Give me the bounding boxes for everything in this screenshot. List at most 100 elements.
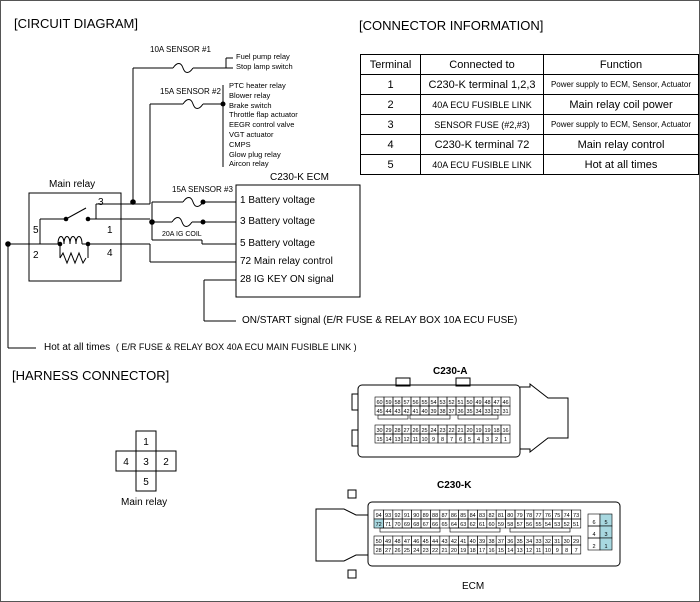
relay-connector-label: Main relay bbox=[121, 497, 168, 508]
table-cell: SENSOR FUSE (#2,#3) bbox=[420, 114, 544, 135]
col-function: Function bbox=[543, 54, 699, 75]
c230-a-pin-label: 16 bbox=[502, 428, 508, 434]
c230-k-pin-label: 14 bbox=[507, 548, 513, 554]
ecm-pin-5: 5 Battery voltage bbox=[240, 238, 316, 249]
c230-k-pin-cell bbox=[571, 544, 582, 555]
c230-k-pin-label: 28 bbox=[376, 548, 382, 554]
c230-k-pin-label: 27 bbox=[385, 548, 391, 554]
c230-k-pin-label: 38 bbox=[488, 539, 494, 545]
c230-k-pin-label: 48 bbox=[394, 539, 400, 545]
col-connected-to: Connected to bbox=[420, 54, 544, 75]
c230-a-pin-label: 8 bbox=[441, 437, 444, 443]
c230-k-pin-label: 30 bbox=[564, 539, 570, 545]
c230-k-pin-label: 67 bbox=[423, 522, 429, 528]
c230-k-pin-label: 66 bbox=[432, 522, 438, 528]
c230-k-pin-label: 88 bbox=[432, 513, 438, 519]
c230-k-pin-label: 61 bbox=[479, 522, 485, 528]
table-cell: 1 bbox=[360, 74, 421, 95]
c230-a-pin-label: 7 bbox=[450, 437, 453, 443]
load-brake-switch: Brake switch bbox=[229, 100, 272, 110]
table-cell: 3 bbox=[360, 114, 421, 135]
c230-k-pin-label: 17 bbox=[479, 548, 485, 554]
c230-a-pin-label: 58 bbox=[394, 400, 400, 406]
table-cell: Main relay control bbox=[543, 134, 699, 155]
table-cell: Power supply to ECM, Sensor, Actuator bbox=[543, 74, 699, 95]
main-relay-connector: 1 4 3 2 5 bbox=[115, 430, 177, 492]
c230-k-pin-label: 33 bbox=[535, 539, 541, 545]
c230-a-pin-label: 37 bbox=[448, 409, 454, 415]
c230-k-pin-label: 71 bbox=[385, 522, 391, 528]
c230-a-pin-label: 23 bbox=[439, 428, 445, 434]
c230-k-pin-label: 80 bbox=[507, 513, 513, 519]
c230-k-pin-label: 87 bbox=[441, 513, 447, 519]
c230-a-pin-label: 50 bbox=[466, 400, 472, 406]
load-throttle-flap-actuator: Throttle flap actuator bbox=[229, 110, 298, 120]
c230-k-side-pin-label: 5 bbox=[604, 520, 607, 526]
relay-pin-3: 3 bbox=[143, 457, 149, 468]
c230-k-pin-label: 31 bbox=[554, 539, 560, 545]
c230-k-pin-label: 85 bbox=[460, 513, 466, 519]
c230-k-pin-label: 78 bbox=[526, 513, 532, 519]
col-terminal: Terminal bbox=[360, 54, 421, 75]
c230-a-pin-label: 24 bbox=[430, 428, 436, 434]
c230-a-pin-label: 19 bbox=[475, 428, 481, 434]
connector-info-table: Terminal Connected to Function 1 C230-K … bbox=[360, 54, 699, 175]
c230-k-pin-label: 86 bbox=[451, 513, 457, 519]
table-cell: 40A ECU FUSIBLE LINK bbox=[420, 94, 544, 115]
c230-a-pin-label: 15 bbox=[376, 437, 382, 443]
c230-a-pin-label: 4 bbox=[477, 437, 480, 443]
c230-a-pin-label: 10 bbox=[421, 437, 427, 443]
c230-a-pin-label: 51 bbox=[457, 400, 463, 406]
c230-k-pin-label: 34 bbox=[526, 539, 532, 545]
c230-a-pin-label: 41 bbox=[412, 409, 418, 415]
hot-label: Hot at all times bbox=[44, 342, 111, 353]
c230-k-pin-label: 58 bbox=[507, 522, 513, 528]
relay-pin-4: 4 bbox=[123, 457, 129, 468]
table-cell: Hot at all times bbox=[543, 154, 699, 175]
c230-k-pin-label: 22 bbox=[432, 548, 438, 554]
relay-terminal-3: 3 bbox=[98, 197, 104, 208]
c230-a-pin-label: 42 bbox=[403, 409, 409, 415]
c230-a-pin-label: 45 bbox=[376, 409, 382, 415]
c230-k-pin-label: 64 bbox=[451, 522, 457, 528]
c230-a-pin-label: 44 bbox=[385, 409, 391, 415]
ecm-connector-label: ECM bbox=[462, 581, 485, 592]
c230-a-pin-label: 18 bbox=[493, 428, 499, 434]
c230-a-pin-label: 12 bbox=[403, 437, 409, 443]
c230-a-pin-label: 31 bbox=[502, 409, 508, 415]
c230-a-pin-label: 1 bbox=[504, 437, 507, 443]
c230-a-pin-label: 25 bbox=[421, 428, 427, 434]
load-ptc-heater-relay: PTC heater relay bbox=[229, 81, 286, 90]
relay-pin-1: 1 bbox=[143, 437, 149, 448]
c230-k-pin-label: 45 bbox=[423, 539, 429, 545]
c230-a-pin-label: 34 bbox=[475, 409, 481, 415]
c230-k-pin-label: 54 bbox=[545, 522, 551, 528]
c230-a-pin-label: 28 bbox=[394, 428, 400, 434]
connector-info-title: [CONNECTOR INFORMATION] bbox=[359, 18, 544, 33]
ecm-pin-1: 1 Battery voltage bbox=[240, 195, 316, 206]
c230-k-pin-label: 32 bbox=[545, 539, 551, 545]
c230-k-pin-label: 56 bbox=[526, 522, 532, 528]
relay-pin-2: 2 bbox=[163, 457, 169, 468]
c230-a-pin-label: 6 bbox=[459, 437, 462, 443]
c230-k-pin-label: 62 bbox=[470, 522, 476, 528]
main-relay-title: Main relay bbox=[49, 179, 96, 190]
c230-a-pin-label: 47 bbox=[493, 400, 499, 406]
c230-k-pin-label: 46 bbox=[413, 539, 419, 545]
c230-k-side-pin-label: 6 bbox=[592, 520, 595, 526]
c230-k-pin-label: 81 bbox=[498, 513, 504, 519]
c230-a-pin-label: 11 bbox=[413, 437, 419, 443]
c230-k-pin-label: 50 bbox=[376, 539, 382, 545]
c230-a-pin-label: 43 bbox=[394, 409, 400, 415]
c230-a-pin-label: 36 bbox=[457, 409, 463, 415]
relay-terminal-1: 1 bbox=[107, 225, 113, 236]
c230-k-pin-cell bbox=[571, 518, 582, 529]
c230-k-pin-label: 73 bbox=[573, 513, 579, 519]
hot-detail-label: ( E/R FUSE & RELAY BOX 40A ECU MAIN FUSI… bbox=[115, 342, 357, 352]
c230-a-label: C230-A bbox=[433, 366, 468, 377]
c230-a-pin-label: 9 bbox=[432, 437, 435, 443]
load-fuel-pump-relay: Fuel pump relay bbox=[236, 52, 290, 61]
c230-a-pin-label: 3 bbox=[486, 437, 489, 443]
c230-k-pin-label: 16 bbox=[488, 548, 494, 554]
c230-k-pin-label: 13 bbox=[517, 548, 523, 554]
